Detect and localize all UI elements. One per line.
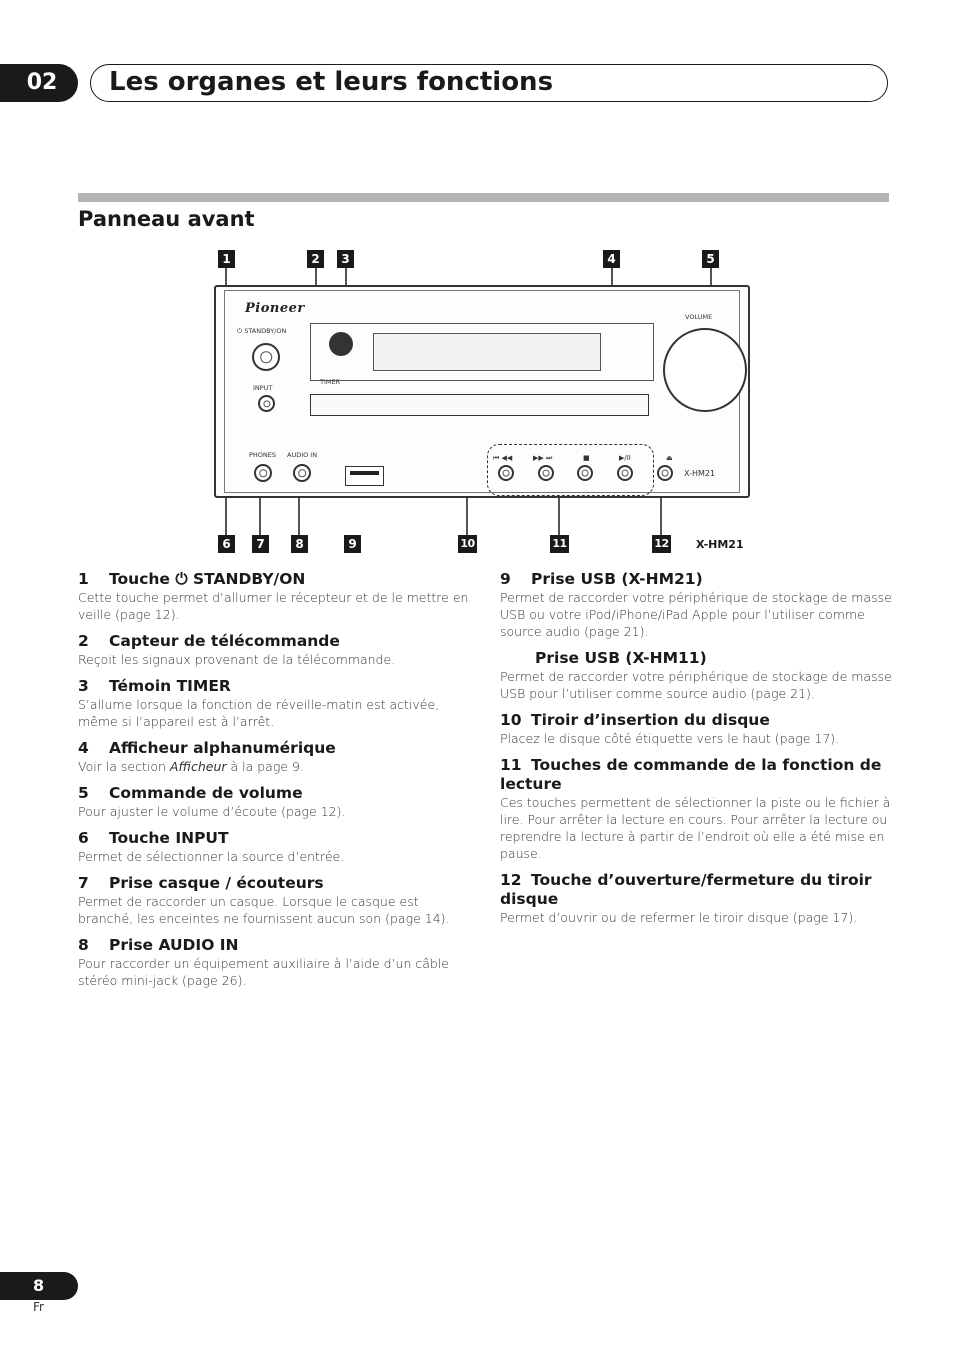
- model-caption: X-HM21: [696, 538, 744, 551]
- item-description: Ces touches permettent de sélectionner l…: [500, 795, 891, 861]
- item-description: Permet d’ouvrir ou de refermer le tiroir…: [500, 910, 858, 925]
- item-heading: Prise USB (X-HM11): [535, 649, 707, 667]
- callout-5: 5: [702, 250, 719, 268]
- callout-3: 3: [337, 250, 354, 268]
- pioneer-logo: Pioneer: [245, 301, 305, 316]
- volume-label: VOLUME: [685, 313, 713, 321]
- eject-button[interactable]: [657, 465, 673, 481]
- phones-jack[interactable]: [254, 464, 272, 482]
- item-description: Pour ajuster le volume d’écoute (page 12…: [78, 804, 346, 819]
- prev-icon: ⏮ ◀◀: [493, 454, 513, 462]
- item-description: Permet de raccorder votre périphérique d…: [500, 669, 892, 701]
- volume-knob[interactable]: [663, 328, 747, 412]
- receiver-front-panel: Pioneer ⏻ STANDBY/ON INPUT TIMER PHONES …: [214, 285, 750, 498]
- callout-2: 2: [307, 250, 324, 268]
- language-code: Fr: [33, 1300, 44, 1314]
- item-description: Cette touche permet d’allumer le récepte…: [78, 590, 469, 622]
- stop-button[interactable]: [577, 465, 593, 481]
- stop-icon: ■: [583, 454, 590, 462]
- item-description: Placez le disque côté étiquette vers le …: [500, 731, 840, 746]
- callout-8: 8: [291, 535, 308, 553]
- input-label: INPUT: [253, 384, 273, 392]
- item-description: Permet de raccorder un casque. Lorsque l…: [78, 894, 450, 926]
- page-number: 8: [0, 1272, 78, 1300]
- front-panel-diagram: 1 2 3 4 5 Pioneer ⏻ STANDBY/ON INPUT TIM…: [200, 245, 760, 560]
- callout-1: 1: [218, 250, 235, 268]
- phones-label: PHONES: [249, 451, 277, 459]
- callout-11: 11: [550, 535, 569, 553]
- callout-7: 7: [252, 535, 269, 553]
- item-description: Permet de sélectionner la source d’entré…: [78, 849, 345, 864]
- section-title: Panneau avant: [78, 207, 255, 231]
- section-divider: [78, 193, 889, 202]
- standby-label: ⏻ STANDBY/ON: [237, 327, 287, 335]
- eject-icon: ⏏: [666, 454, 673, 462]
- callout-12: 12: [652, 535, 671, 553]
- callout-10: 10: [458, 535, 477, 553]
- display-frame: [310, 323, 654, 381]
- playback-controls-group: [487, 444, 654, 496]
- next-button[interactable]: [538, 465, 554, 481]
- audio-in-label: AUDIO IN: [287, 451, 318, 459]
- item-description: Permet de raccorder votre périphérique d…: [500, 590, 892, 639]
- item-description: Voir la section Afficheur à la page 9.: [78, 759, 304, 774]
- chapter-number: 02: [0, 64, 78, 102]
- play-pause-button[interactable]: [617, 465, 633, 481]
- callout-6: 6: [218, 535, 235, 553]
- disc-tray[interactable]: [310, 394, 649, 416]
- item-description: Reçoit les signaux provenant de la téléc…: [78, 652, 396, 667]
- item-description: Pour raccorder un équipement auxiliaire …: [78, 956, 449, 988]
- chapter-title: Les organes et leurs fonctions: [90, 64, 888, 102]
- usb-port[interactable]: [345, 466, 384, 486]
- prev-button[interactable]: [498, 465, 514, 481]
- callout-9: 9: [344, 535, 361, 553]
- standby-button[interactable]: [252, 343, 280, 371]
- panel-face: Pioneer ⏻ STANDBY/ON INPUT TIMER PHONES …: [224, 290, 747, 496]
- timer-indicator-label: TIMER: [320, 378, 341, 386]
- play-pause-icon: ▶/II: [619, 454, 631, 462]
- item-9-variant: Prise USB (X-HM11) Permet de raccorder v…: [500, 649, 892, 702]
- alphanumeric-display: [373, 333, 601, 371]
- next-icon: ▶▶ ⏭: [533, 454, 553, 462]
- device-model-label: X-HM21: [684, 469, 716, 478]
- audio-in-jack[interactable]: [293, 464, 311, 482]
- input-button[interactable]: [258, 395, 275, 412]
- item-description: S’allume lorsque la fonction de réveille…: [78, 697, 440, 729]
- callout-4: 4: [603, 250, 620, 268]
- remote-sensor: [329, 332, 353, 356]
